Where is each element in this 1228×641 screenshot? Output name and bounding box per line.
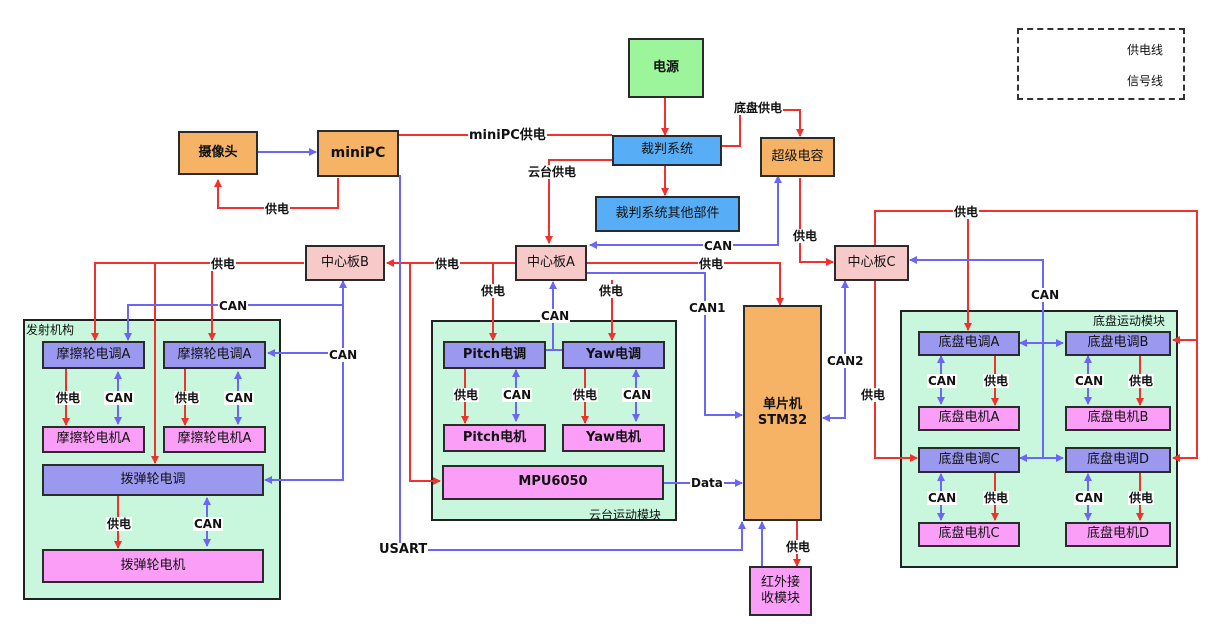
chassis-motor-c: 底盘电机C	[918, 522, 1020, 547]
label-can1: CAN1	[688, 301, 727, 315]
label-feed-can: CAN	[193, 517, 224, 531]
label-minipc-power: miniPC供电	[468, 128, 547, 143]
label-chassis-c-can: CAN	[927, 491, 958, 505]
launcher-motor-2: 摩擦轮电机A	[163, 426, 266, 453]
label-pitch-can: CAN	[502, 388, 533, 402]
label-hubb-can: CAN	[218, 299, 249, 313]
signal-line-hubc-can2	[822, 280, 849, 422]
label-yaw-power: 供电	[598, 284, 625, 298]
label-yaw-can: CAN	[622, 388, 653, 402]
launcher-motor-1: 摩擦轮电机A	[42, 426, 145, 453]
feed-motor-node: 拨弹轮电机	[42, 549, 264, 583]
power-line-hubb-launcher	[91, 262, 304, 341]
signal-line-supercap-huba	[589, 175, 782, 249]
power-line-huba-mcu	[587, 262, 784, 306]
label-chassis-power: 底盘供电	[733, 101, 784, 115]
power-line-supercap-hubc	[799, 178, 834, 266]
label-ir-power: 供电	[785, 540, 812, 554]
label-gimbal-can: CAN	[540, 309, 571, 323]
power-line-huba-imu	[409, 263, 441, 485]
ir-node: 红外接 收模块	[749, 566, 812, 616]
label-esc2-can: CAN	[224, 391, 255, 405]
label-hubc-power-top: 供电	[953, 205, 980, 219]
label-chassis-b-can: CAN	[1074, 374, 1105, 388]
legend-signal-label: 信号线	[1127, 74, 1164, 88]
label-pitch-motor-power: 供电	[453, 388, 480, 402]
legend	[1017, 28, 1185, 100]
label-gimbal-power: 云台供电	[527, 165, 578, 179]
feed-esc-node: 拨弹轮电调	[42, 464, 264, 496]
chassis-esc-c: 底盘电调C	[918, 447, 1020, 473]
label-chassis-b-power: 供电	[1128, 374, 1155, 388]
launcher-title: 发射机构	[26, 323, 75, 337]
hub-a-node: 中心板A	[515, 245, 587, 281]
hub-c-node: 中心板C	[834, 245, 909, 281]
label-usart: USART	[378, 542, 429, 557]
label-chassis-d-power: 供电	[1128, 491, 1155, 505]
label-huba-power-left: 供电	[434, 257, 461, 271]
hub-b-node: 中心板B	[305, 245, 385, 281]
label-can-supercap: CAN	[703, 239, 734, 253]
label-chassis-a-power: 供电	[983, 374, 1010, 388]
signal-line-feed-can	[264, 353, 344, 484]
label-pitch-power: 供电	[480, 284, 507, 298]
launcher-esc-2: 摩擦轮电调A	[163, 341, 266, 369]
pitch-motor-node: Pitch电机	[443, 424, 546, 452]
power-source-node: 电源	[628, 38, 704, 98]
label-hubc-power-left: 供电	[860, 388, 887, 402]
label-chassis-can: CAN	[1030, 288, 1061, 302]
referee-node: 裁判系统	[612, 135, 722, 166]
label-esc1-power: 供电	[55, 391, 82, 405]
gimbal-title: 云台运动模块	[589, 508, 662, 522]
chassis-motor-b: 底盘电机B	[1065, 406, 1171, 431]
pitch-esc-node: Pitch电调	[443, 341, 546, 369]
signal-line-launcher-esc2-can	[267, 305, 344, 357]
mcu-node: 单片机 STM32	[743, 305, 822, 521]
label-data: Data	[690, 476, 724, 490]
power-line-referee-gimbal	[545, 159, 612, 244]
label-feed-power: 供电	[106, 517, 133, 531]
label-hubb-power: 供电	[210, 257, 237, 271]
yaw-esc-node: Yaw电调	[562, 341, 665, 369]
signal-line-hubc-chassis	[909, 256, 1044, 458]
label-chassis-d-can: CAN	[1074, 491, 1105, 505]
power-line-hubc-escc	[874, 280, 918, 462]
label-can2: CAN2	[826, 354, 865, 368]
camera-node: 摄像头	[178, 131, 258, 175]
signal-line-huba-can1	[587, 272, 743, 419]
label-camera-power: 供电	[264, 202, 291, 216]
chassis-title: 底盘运动模块	[1093, 314, 1166, 328]
power-line-hubc-chassis-top	[874, 210, 1198, 462]
legend-power-label: 供电线	[1127, 43, 1164, 57]
label-esc2-power: 供电	[174, 391, 201, 405]
label-supercap-power: 供电	[792, 229, 819, 243]
label-chassis-c-power: 供电	[983, 491, 1010, 505]
chassis-motor-a: 底盘电机A	[918, 406, 1020, 431]
label-huba-power-right: 供电	[698, 257, 725, 271]
imu-node: MPU6050	[442, 465, 664, 500]
referee-others-node: 裁判系统其他部件	[595, 196, 740, 232]
signal-line-minipc-mcu	[399, 175, 746, 551]
supercap-node: 超级电容	[760, 137, 835, 177]
launcher-esc-1: 摩擦轮电调A	[42, 341, 145, 369]
label-yaw-motor-power: 供电	[572, 388, 599, 402]
yaw-motor-node: Yaw电机	[562, 424, 665, 452]
chassis-esc-b: 底盘电调B	[1065, 331, 1171, 356]
label-launcher-can: CAN	[328, 348, 359, 362]
label-chassis-a-can: CAN	[927, 374, 958, 388]
chassis-motor-d: 底盘电机D	[1065, 522, 1171, 547]
chassis-esc-d: 底盘电调D	[1065, 447, 1171, 473]
minipc-node: miniPC	[317, 130, 399, 177]
chassis-esc-a: 底盘电调A	[918, 331, 1020, 356]
label-esc1-can: CAN	[104, 391, 135, 405]
